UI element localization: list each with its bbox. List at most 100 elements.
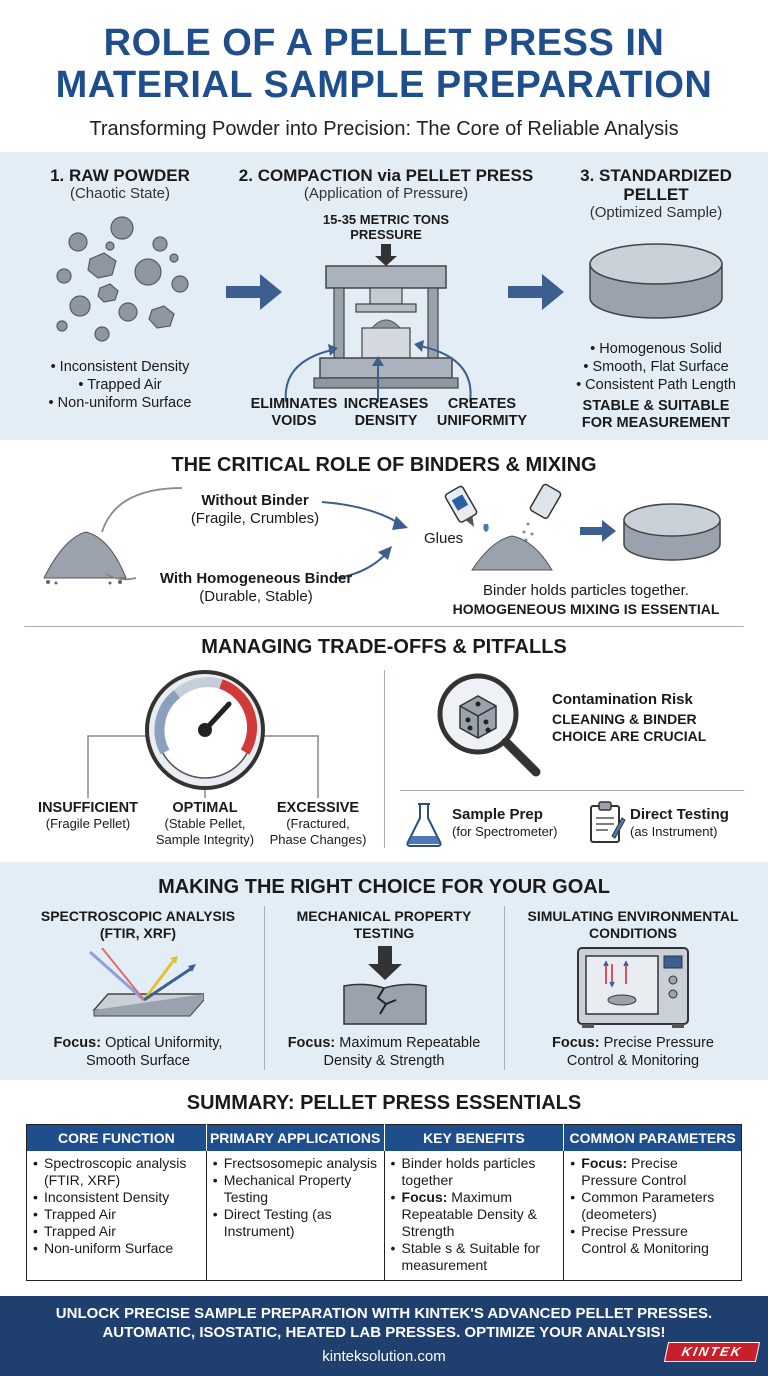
effect-line: CREATES: [447, 396, 517, 412]
arrow-right-icon: [508, 274, 564, 310]
page-subtitle: Transforming Powder into Precision: The …: [89, 118, 679, 140]
step1-title: 1. RAW POWDER: [50, 166, 190, 185]
vertical-divider: [264, 906, 265, 1070]
note-line: FOR MEASUREMENT: [581, 415, 731, 431]
list-item: Precise Pressure Control & Monitoring: [570, 1223, 735, 1257]
process-section: 1. RAW POWDER (Chaotic State) • Inconsis…: [0, 152, 768, 440]
arrow-right-icon: [580, 520, 616, 542]
focus-label: Focus:: [581, 1154, 628, 1171]
website-link[interactable]: kinteksolution.com: [322, 1348, 446, 1365]
effect-arrows-icon: [284, 340, 472, 403]
focus-label: Focus:: [287, 1035, 336, 1051]
goal-col-title-line: CONDITIONS: [589, 925, 677, 941]
excessive-sub: Phase Changes): [269, 832, 367, 847]
binder-note: Binder holds particles together. HOMOGEN…: [436, 582, 736, 618]
goal-col-environmental-focus: Focus: Precise Pressure Control & Monito…: [508, 1034, 758, 1070]
excessive-label: EXCESSIVE (Fractured, Phase Changes): [262, 800, 374, 848]
step3-title-line: PELLET: [623, 185, 689, 204]
focus-text: Control & Monitoring: [566, 1053, 700, 1069]
optimal-label: OPTIMAL (Stable Pellet, Sample Integrity…: [144, 800, 266, 848]
step2-subtitle: (Application of Pressure): [303, 185, 469, 202]
focus-text: Smooth Surface: [86, 1053, 190, 1069]
contamination-block: Contamination Risk CLEANING & BINDER CHO…: [552, 690, 752, 745]
list-item: Trapped Air: [33, 1223, 200, 1240]
table-cell-core-function: Spectroscopic analysis (FTIR, XRF) Incon…: [26, 1150, 207, 1281]
optimal-sub: (Stable Pellet,: [164, 816, 246, 831]
table-cell-key-benefits: Binder holds particles together Focus: M…: [384, 1150, 565, 1281]
without-binder-label: Without Binder (Fragile, Crumbles): [150, 492, 360, 528]
kintek-logo: KINTEK: [663, 1342, 761, 1362]
magnifier-contamination-icon: [437, 673, 541, 777]
step2-title: 2. COMPACTION via PELLET PRESS: [238, 166, 534, 185]
list-item: Common Parameters (deometers): [570, 1189, 735, 1223]
bullet: • Non-uniform Surface: [48, 395, 192, 411]
step1-bullets: • Inconsistent Density • Trapped Air • N…: [20, 358, 220, 412]
list-item: Focus: Maximum Repeatable Density & Stre…: [391, 1189, 558, 1240]
effect-line: UNIFORMITY: [436, 413, 528, 429]
table-header-row: CORE FUNCTION PRIMARY APPLICATIONS KEY B…: [26, 1124, 742, 1151]
step3-bullets: • Homogenous Solid • Smooth, Flat Surfac…: [556, 340, 756, 394]
excessive-text: EXCESSIVE: [276, 800, 360, 816]
bullet: • Trapped Air: [78, 377, 162, 393]
goal-title: MAKING THE RIGHT CHOICE FOR YOUR GOAL: [158, 876, 610, 898]
list-item: Inconsistent Density: [33, 1189, 200, 1206]
list-item: Trapped Air: [33, 1206, 200, 1223]
contamination-label: Contamination Risk: [552, 691, 693, 708]
table-cell-primary-applications: Frectsosomepic analysis Mechanical Prope…: [206, 1150, 385, 1281]
goal-col-title-line: SIMULATING ENVIRONMENTAL: [527, 908, 739, 924]
step3-title: 3. STANDARDIZED PELLET: [556, 166, 756, 204]
focus-text: Precise Pressure: [599, 1035, 714, 1051]
excessive-sub: (Fractured,: [286, 816, 350, 831]
direct-testing-sub: (as Instrument): [630, 824, 718, 839]
page-title: ROLE OF A PELLET PRESS IN MATERIAL SAMPL…: [0, 0, 768, 106]
header: ROLE OF A PELLET PRESS IN MATERIAL SAMPL…: [0, 0, 768, 152]
list-item: Binder holds particles together: [391, 1155, 558, 1189]
note-line: STABLE & SUITABLE: [582, 398, 730, 414]
with-binder-label: With Homogeneous Binder (Durable, Stable…: [136, 570, 376, 606]
goal-col-mechanical-title: MECHANICAL PROPERTY TESTING: [268, 908, 500, 942]
insufficient-text: INSUFFICIENT: [38, 800, 138, 816]
effect-eliminates-voids: ELIMINATES VOIDS: [246, 396, 342, 430]
footer-banner: UNLOCK PRECISE SAMPLE PREPARATION WITH K…: [0, 1296, 768, 1376]
powder-pile-icon: [43, 531, 127, 585]
pressure-line-1: 15-35 METRIC TONS: [322, 212, 450, 227]
focus-text: Maximum Repeatable Density & Strength: [401, 1188, 537, 1239]
insufficient-label: INSUFFICIENT (Fragile Pellet): [28, 800, 148, 832]
effect-line: ELIMINATES: [250, 396, 338, 412]
column-header: COMMON PARAMETERS: [563, 1124, 742, 1151]
title-line-2: MATERIAL SAMPLE PREPARATION: [55, 64, 713, 106]
effect-line: VOIDS: [271, 413, 317, 429]
focus-label: Focus:: [401, 1188, 448, 1205]
vertical-divider: [384, 670, 385, 848]
spectroscopy-icon: [89, 948, 204, 1017]
column-header: PRIMARY APPLICATIONS: [206, 1124, 385, 1151]
direct-testing-block: Direct Testing (as Instrument): [630, 806, 760, 840]
contamination-note: CLEANING & BINDER: [552, 711, 697, 727]
pressure-gauge-icon: [87, 670, 319, 798]
effect-line: INCREASES: [343, 396, 429, 412]
goal-col-environmental-title: SIMULATING ENVIRONMENTAL CONDITIONS: [508, 908, 758, 942]
binder-flow-arrows-icon: [101, 487, 408, 581]
step-compaction: 2. COMPACTION via PELLET PRESS (Applicat…: [226, 166, 546, 203]
pressure-line-2: PRESSURE: [350, 227, 422, 242]
focus-text: Optical Uniformity,: [101, 1035, 223, 1051]
table-cell-common-parameters: Focus: Precise Pressure Control Common P…: [564, 1151, 742, 1281]
step-standardized-pellet: 3. STANDARDIZED PELLET (Optimized Sample…: [556, 166, 756, 222]
binder-note-1: Binder holds particles together.: [483, 582, 689, 599]
summary-title: SUMMARY: PELLET PRESS ESSENTIALS: [186, 1092, 582, 1114]
focus-text: Density & Strength: [323, 1053, 445, 1069]
pellet-icon: [589, 243, 723, 319]
goal-col-mechanical-focus: Focus: Maximum Repeatable Density & Stre…: [268, 1034, 500, 1070]
sample-prep-sub: (for Spectrometer): [452, 824, 558, 839]
goal-col-title-line: TESTING: [353, 925, 415, 941]
effect-creates-uniformity: CREATES UNIFORMITY: [428, 396, 536, 430]
divider: [400, 790, 744, 791]
goal-col-spectroscopic-focus: Focus: Optical Uniformity, Smooth Surfac…: [20, 1034, 256, 1070]
step1-subtitle: (Chaotic State): [69, 185, 171, 202]
list-item: Spectroscopic analysis (FTIR, XRF): [33, 1155, 200, 1189]
optimal-text: OPTIMAL: [172, 800, 238, 816]
pellet-press-icon: [313, 244, 459, 389]
title-line-1: ROLE OF A PELLET PRESS IN: [103, 22, 665, 64]
focus-label: Focus:: [53, 1035, 102, 1051]
cta-line: AUTOMATIC, ISOSTATIC, HEATED LAB PRESSES…: [102, 1324, 666, 1341]
